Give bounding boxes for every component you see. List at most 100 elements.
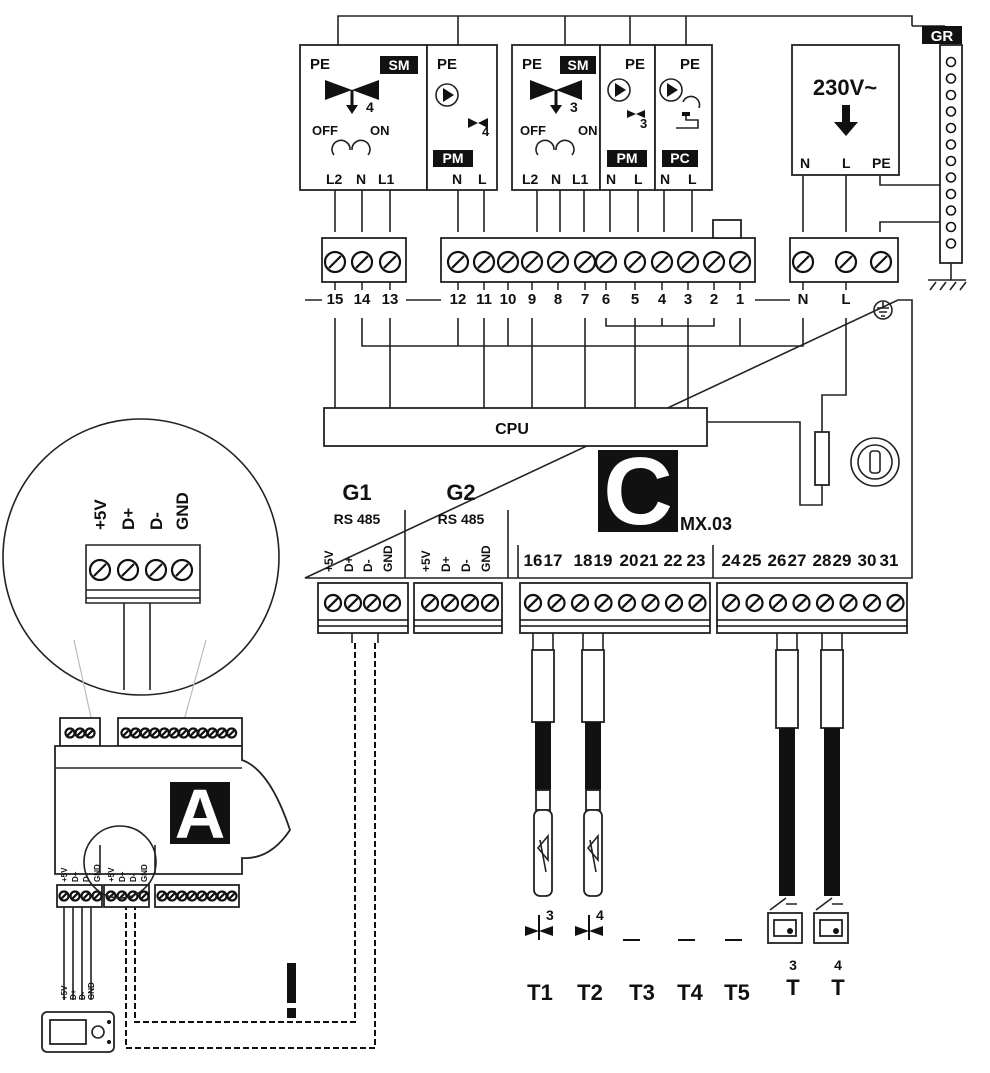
pump-icon	[607, 78, 631, 102]
screw-terminal-icon	[178, 727, 190, 739]
module-a-pin-right-3: GND	[140, 864, 149, 882]
terminal-number-14: 14	[354, 291, 371, 308]
ground-symbol-icon	[873, 300, 893, 320]
screw-terminal-icon	[768, 593, 788, 613]
ground-rail-hole	[945, 106, 957, 117]
terminal-number-22: 22	[664, 551, 683, 570]
module-a-pin-left-1: D+	[71, 871, 80, 882]
screw-terminal-icon	[446, 250, 470, 274]
pump3-box: PE 3 PM N L	[599, 44, 656, 191]
pump4-l: L	[478, 171, 487, 187]
pumpdhw-l: L	[688, 171, 697, 187]
screw-terminal-icon	[138, 890, 150, 902]
screw-terminal-icon	[88, 558, 112, 582]
screw-terminal-icon	[168, 727, 180, 739]
screw-terminal-icon	[139, 727, 151, 739]
pump3-pe: PE	[625, 56, 645, 73]
screw-terminal-icon	[728, 250, 752, 274]
ground-rail-hole	[945, 56, 957, 68]
thermostat-num-4: 4	[834, 957, 842, 973]
terminal-number-24: 24	[722, 551, 741, 570]
sensor-num-3: 3	[546, 907, 554, 923]
ground-rail-hole	[945, 205, 957, 216]
g1-bus: RS 485	[334, 511, 381, 527]
terminal-number-12: 12	[450, 291, 467, 308]
terminal-number-17: 17	[544, 551, 563, 570]
screw-terminal-icon	[792, 593, 811, 613]
terminal-number-11: 11	[476, 291, 492, 308]
rotate-arrows-icon	[331, 139, 371, 156]
module-a-bottom-screws	[58, 890, 238, 902]
terminal-number-10: 10	[500, 291, 517, 308]
label-t5: T5	[724, 980, 750, 1005]
ground-rail-hole	[945, 122, 957, 134]
module-a-pin-left-2: D-	[82, 873, 91, 882]
terminal-number-31: 31	[880, 551, 899, 570]
ground-rail-hole	[945, 139, 957, 150]
label-t3: T3	[629, 980, 655, 1005]
screw-terminal-icon	[156, 890, 168, 902]
arrow-down-icon	[834, 105, 858, 136]
thermostat-t-4: T	[831, 975, 845, 1000]
screw-terminal-icon	[862, 593, 882, 613]
pump4-badge: PM	[443, 150, 464, 166]
terminal-number-26: 26	[768, 551, 787, 570]
screw-terminal-icon	[120, 727, 132, 739]
module-a-pin-right-0: +5V	[107, 867, 116, 882]
screw-terminal-icon	[91, 890, 103, 902]
module-a-pin-right-2: D-	[129, 873, 138, 882]
ground-rail-hole	[945, 188, 957, 200]
screw-terminal-icon	[547, 593, 566, 613]
screw-terminal-icon	[664, 593, 684, 613]
mixer3-num: 3	[570, 99, 578, 115]
pump3-num: 3	[640, 116, 647, 131]
label-t1: T1	[527, 980, 553, 1005]
valve-icon	[325, 80, 379, 114]
label-t4: T4	[677, 980, 703, 1005]
g2-pin-1: D+	[439, 556, 453, 572]
g2-pin-2: D-	[459, 559, 473, 572]
terminal-number-8: 8	[554, 291, 562, 308]
pump4-num: 4	[482, 124, 490, 139]
screw-terminal-icon	[721, 593, 741, 613]
terminal-number-N: N	[798, 291, 809, 308]
screw-terminal-icon	[815, 593, 835, 613]
module-a-pin-right-1: D+	[118, 871, 127, 882]
module-c-letter: C	[603, 438, 672, 545]
thermostat-4	[813, 897, 849, 944]
gr-label: GR	[931, 28, 954, 45]
pump-icon	[435, 83, 459, 107]
terminal-number-30: 30	[858, 551, 877, 570]
label-t2: T2	[577, 980, 603, 1005]
mixer4-off: OFF	[312, 123, 338, 138]
mixer3-off: OFF	[520, 123, 546, 138]
screw-terminal-icon	[350, 250, 374, 274]
mixer4-n: N	[356, 171, 366, 187]
terminal-number-27: 27	[788, 551, 807, 570]
thermostat-t-3: T	[786, 975, 800, 1000]
screw-terminal-icon	[323, 593, 343, 613]
terminal-number-L: L	[841, 291, 850, 308]
power-supply-box: 230V~ N L PE	[791, 44, 900, 176]
screw-terminal-icon	[573, 250, 597, 274]
screw-terminal-icon	[105, 890, 117, 902]
ground-rail-hole	[945, 73, 957, 84]
lower-terminal-blocks	[317, 582, 908, 634]
screw-terminal-icon	[617, 593, 637, 613]
mixer3-badge: SM	[568, 57, 589, 73]
pump3-n: N	[606, 171, 616, 187]
knob-icon	[850, 437, 900, 487]
screw-terminal-icon	[594, 593, 613, 613]
terminal-number-4: 4	[658, 291, 667, 308]
mixer3-box: PE SM 3 OFF ON L2 N L1	[511, 44, 601, 191]
screw-terminal-icon	[197, 727, 209, 739]
g1-pin-2: D-	[361, 559, 375, 572]
g2-pin-3: GND	[479, 545, 493, 572]
screw-terminal-icon	[176, 890, 188, 902]
